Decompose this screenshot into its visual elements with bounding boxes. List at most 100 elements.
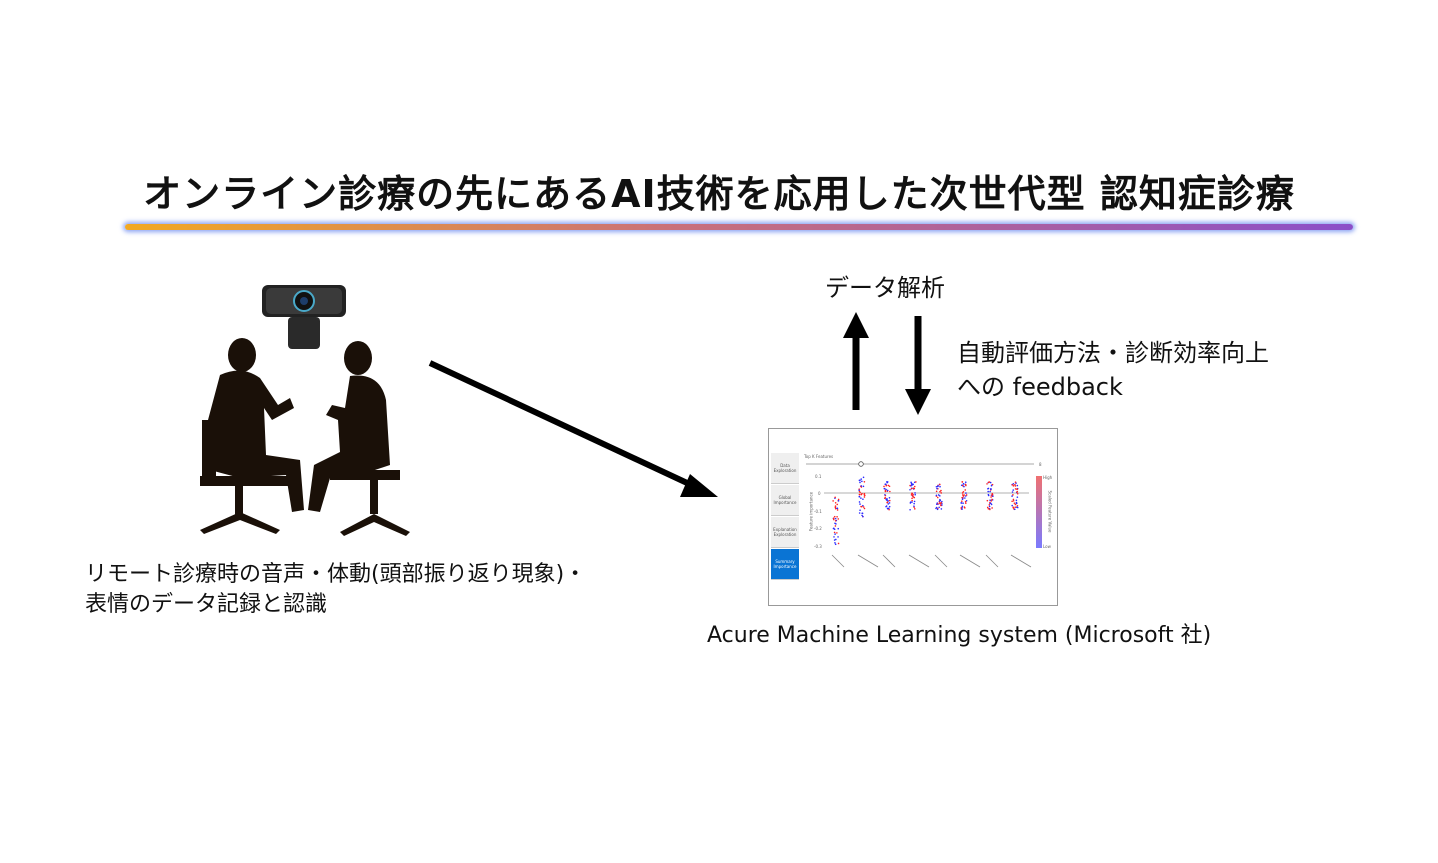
scatter-point <box>884 489 887 492</box>
scatter-point <box>858 512 861 514</box>
scatter-point <box>965 494 968 496</box>
scatter-point <box>1016 496 1019 498</box>
scatter-point <box>938 506 940 509</box>
scatter-point <box>987 481 990 484</box>
scatter-point <box>990 496 992 498</box>
scatter-point <box>834 543 837 546</box>
scatter-point <box>834 533 836 535</box>
tab-summary-importance: Summary Importance <box>771 549 799 580</box>
scatter-point <box>960 502 963 504</box>
scatter-point <box>910 481 912 484</box>
scatter-point <box>1011 500 1013 503</box>
scatter-point <box>1014 483 1016 486</box>
scatter-point <box>837 542 840 545</box>
colorbar-high: High <box>1043 475 1053 480</box>
scatter-point <box>961 500 963 502</box>
scatter-point <box>913 500 916 503</box>
scatter-point <box>1011 504 1013 507</box>
scatter-point <box>887 500 890 502</box>
scatter-point <box>886 489 889 492</box>
scatter-point <box>987 493 990 496</box>
scatter-point <box>987 487 989 490</box>
scatter-point <box>964 502 967 504</box>
slider-thumb <box>858 461 864 467</box>
scatter-point <box>863 492 866 495</box>
scatter-point <box>833 536 835 538</box>
scatter-point <box>914 492 916 494</box>
scatter-point <box>987 490 989 493</box>
ml-system-caption: Acure Machine Learning system (Microsoft… <box>707 623 1212 648</box>
scatter-point <box>986 483 988 485</box>
feedback-label-line2: への feedback <box>957 373 1123 401</box>
ytick: -0.1 <box>814 509 822 514</box>
scatter-point <box>936 485 939 488</box>
data-analysis-label: データ解析 <box>825 274 945 302</box>
scatter-point <box>1012 498 1015 501</box>
scatter-point <box>888 505 891 508</box>
scatter-point <box>961 498 964 501</box>
scatter-point <box>936 503 938 505</box>
scatter-point <box>935 485 938 488</box>
scatter-point <box>910 487 913 490</box>
scatter-point <box>834 501 837 504</box>
scatter-point <box>1011 491 1014 493</box>
scatter-point <box>963 485 965 488</box>
scatter-point <box>1015 499 1018 502</box>
scatter-point <box>990 488 992 490</box>
scatter-point <box>913 496 916 499</box>
scatter-point <box>961 505 964 508</box>
xtick-label <box>985 554 999 568</box>
scatter-point <box>833 515 836 518</box>
scatter-point <box>965 492 967 494</box>
scatter-point <box>939 485 941 488</box>
scatter-point <box>859 503 861 505</box>
scatter-point <box>939 503 942 505</box>
scatter-point <box>911 499 913 502</box>
scatter-point <box>910 484 913 486</box>
scatter-point <box>888 485 891 488</box>
scatter-point <box>911 492 914 495</box>
scatter-point <box>988 505 991 508</box>
scatter-point <box>990 500 993 502</box>
scatter-point <box>962 482 965 485</box>
scatter-point <box>911 494 914 497</box>
scatter-point <box>834 517 837 520</box>
scatter-point <box>964 507 966 509</box>
xtick-label <box>959 554 981 568</box>
scatter-point <box>858 493 861 496</box>
ytick: 0 <box>818 491 821 496</box>
scatter-point <box>1016 492 1019 495</box>
scatter-point <box>990 502 992 505</box>
scatter-point <box>859 509 861 512</box>
scatter-point <box>912 483 914 486</box>
scatter-point <box>860 478 863 480</box>
summary-importance-plot <box>806 461 1042 568</box>
scatter-point <box>991 483 994 486</box>
scatter-point <box>861 512 864 515</box>
scatter-point <box>964 500 967 503</box>
scatter-point <box>858 489 860 492</box>
scatter-point <box>863 507 866 510</box>
scatter-point <box>1012 500 1015 502</box>
scatter-point <box>836 509 839 511</box>
scatter-point <box>940 504 942 507</box>
scatter-point <box>991 498 993 501</box>
scatter-point <box>909 484 911 487</box>
scatter-point <box>989 490 991 493</box>
scatter-point <box>911 501 913 503</box>
xtick-label <box>1010 554 1032 568</box>
scatter-point <box>989 499 991 501</box>
scatter-point <box>1012 494 1014 496</box>
flow-arrow-to-ml <box>428 360 718 497</box>
scatter-point <box>885 505 887 508</box>
scatter-point <box>837 536 839 538</box>
scatter-point <box>936 487 938 490</box>
scatter-point <box>883 487 886 490</box>
scatter-point <box>884 496 887 499</box>
scatter-point <box>938 495 941 497</box>
scatter-point <box>961 494 964 496</box>
scatter-point <box>940 492 943 494</box>
scatter-point <box>888 508 890 511</box>
left-caption-line1: リモート診療時の音声・体動(頭部振り返り現象)・ <box>85 562 587 587</box>
tab-global-importance: Global Importance <box>771 485 799 516</box>
